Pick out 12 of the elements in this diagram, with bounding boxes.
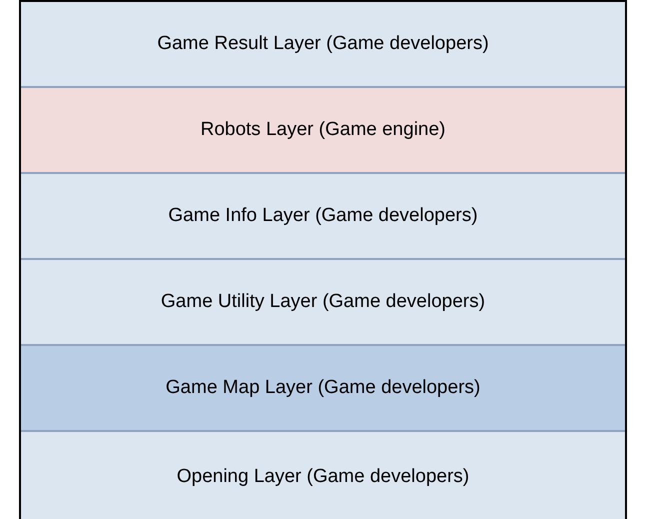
- layer-band: [21, 174, 625, 260]
- layer-label: Opening Layer (Game developers): [176, 466, 470, 488]
- layer-label: Game Map Layer (Game developers): [166, 377, 480, 399]
- layer-label: Game Result Layer (Game developers): [157, 33, 489, 55]
- layer-band: [21, 346, 625, 432]
- layer-band: [21, 2, 625, 88]
- layer-band: [21, 432, 625, 519]
- layer-label: Game Utility Layer (Game developers): [160, 291, 486, 313]
- layer-band: [21, 260, 625, 346]
- layer-label: Game Info Layer (Game developers): [168, 205, 478, 227]
- layer-band: [21, 88, 625, 174]
- layer-label: Robots Layer (Game engine): [200, 119, 446, 141]
